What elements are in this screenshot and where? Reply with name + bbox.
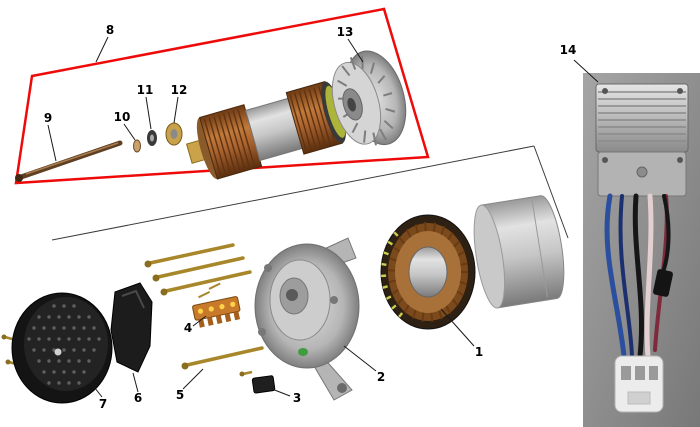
part-label-6: 6 — [134, 391, 142, 405]
leader-line-3 — [271, 388, 291, 397]
part-label-4: 4 — [184, 321, 192, 335]
wire-white — [644, 193, 654, 359]
leader-line-1 — [440, 308, 475, 347]
washer-small — [133, 139, 141, 153]
leader-line-11 — [145, 96, 152, 130]
leader-line-12 — [173, 96, 179, 124]
wire-black — [632, 193, 644, 359]
leader-line-5 — [182, 368, 204, 390]
wire-blue — [604, 193, 627, 359]
spacer-washer — [147, 130, 157, 146]
part-label-14: 14 — [560, 43, 577, 57]
part-label-10: 10 — [114, 110, 131, 124]
leader-line-4 — [192, 315, 207, 327]
cover-vent-holes — [27, 304, 101, 385]
shaft-stud — [15, 140, 123, 182]
wire-to-plug — [661, 194, 671, 274]
inline-plug — [653, 269, 673, 297]
part-label-13: 13 — [337, 25, 354, 39]
leader-line-10 — [123, 123, 136, 141]
stator — [380, 214, 476, 330]
part-label-9: 9 — [44, 111, 52, 125]
leader-line-2 — [343, 345, 377, 372]
part-label-11: 11 — [137, 83, 154, 97]
part-label-1: 1 — [475, 345, 483, 359]
leader-line-8 — [95, 36, 109, 63]
highlight-outline — [14, 7, 430, 185]
stator-winding-texture — [381, 222, 468, 322]
part-label-12: 12 — [171, 83, 188, 97]
regulator-photo — [583, 73, 700, 427]
leader-line-9 — [47, 124, 57, 162]
cover-cylinder — [473, 195, 565, 309]
leader-line-7 — [90, 382, 103, 398]
regulator-fins — [598, 91, 686, 142]
leader-line-6 — [132, 372, 139, 393]
cooling-fan — [331, 50, 407, 146]
wire-navy — [618, 194, 634, 358]
front-housing — [254, 237, 360, 401]
rectifier — [192, 282, 241, 328]
part-label-2: 2 — [377, 370, 385, 384]
leader-line-14 — [573, 59, 599, 83]
leader-line-13 — [347, 38, 364, 63]
rear-cover — [11, 292, 113, 404]
through-bolts — [144, 243, 264, 370]
callouts: 1 2 3 4 5 6 7 8 9 10 11 12 13 14 — [44, 23, 599, 411]
brush-holder-bracket — [110, 282, 153, 373]
bearing — [165, 122, 183, 146]
part-label-8: 8 — [106, 23, 114, 37]
part-label-5: 5 — [176, 388, 184, 402]
fan-fins — [337, 56, 396, 146]
rotor-winding-stripes — [203, 86, 336, 176]
rotor — [185, 80, 346, 180]
assembly-boundary-lines — [51, 145, 569, 241]
wiring-harness — [604, 193, 671, 359]
terminal-block — [239, 370, 276, 394]
part-label-7: 7 — [99, 397, 107, 411]
voltage-regulator — [595, 83, 689, 197]
white-connector — [614, 355, 664, 413]
part-label-3: 3 — [293, 391, 301, 405]
